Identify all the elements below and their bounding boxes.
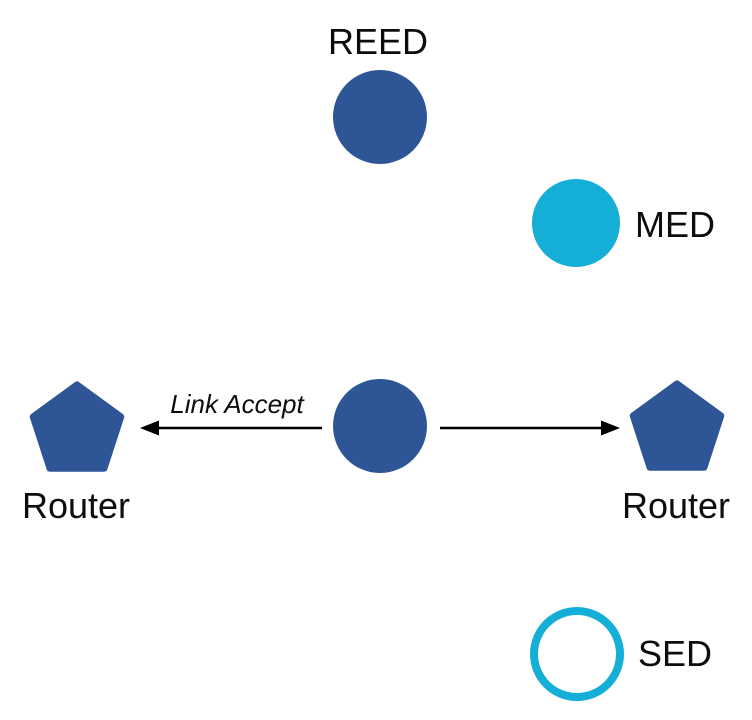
- router-right-label: Router: [622, 485, 730, 526]
- router-left-pentagon: [29, 381, 125, 472]
- med-label: MED: [635, 204, 715, 245]
- router-left-label: Router: [22, 485, 130, 526]
- med-node-circle: [532, 179, 620, 267]
- center-device-node-circle: [333, 379, 427, 473]
- right-arrowhead-icon: [601, 420, 620, 436]
- left-arrowhead-icon: [140, 420, 159, 436]
- sed-label: SED: [638, 633, 712, 674]
- reed-label: REED: [328, 21, 428, 62]
- reed-node-circle: [333, 70, 427, 164]
- link-accept-edge-label: Link Accept: [170, 389, 305, 419]
- router-right-pentagon: [629, 380, 725, 471]
- sed-node-circle-outline: [530, 607, 624, 701]
